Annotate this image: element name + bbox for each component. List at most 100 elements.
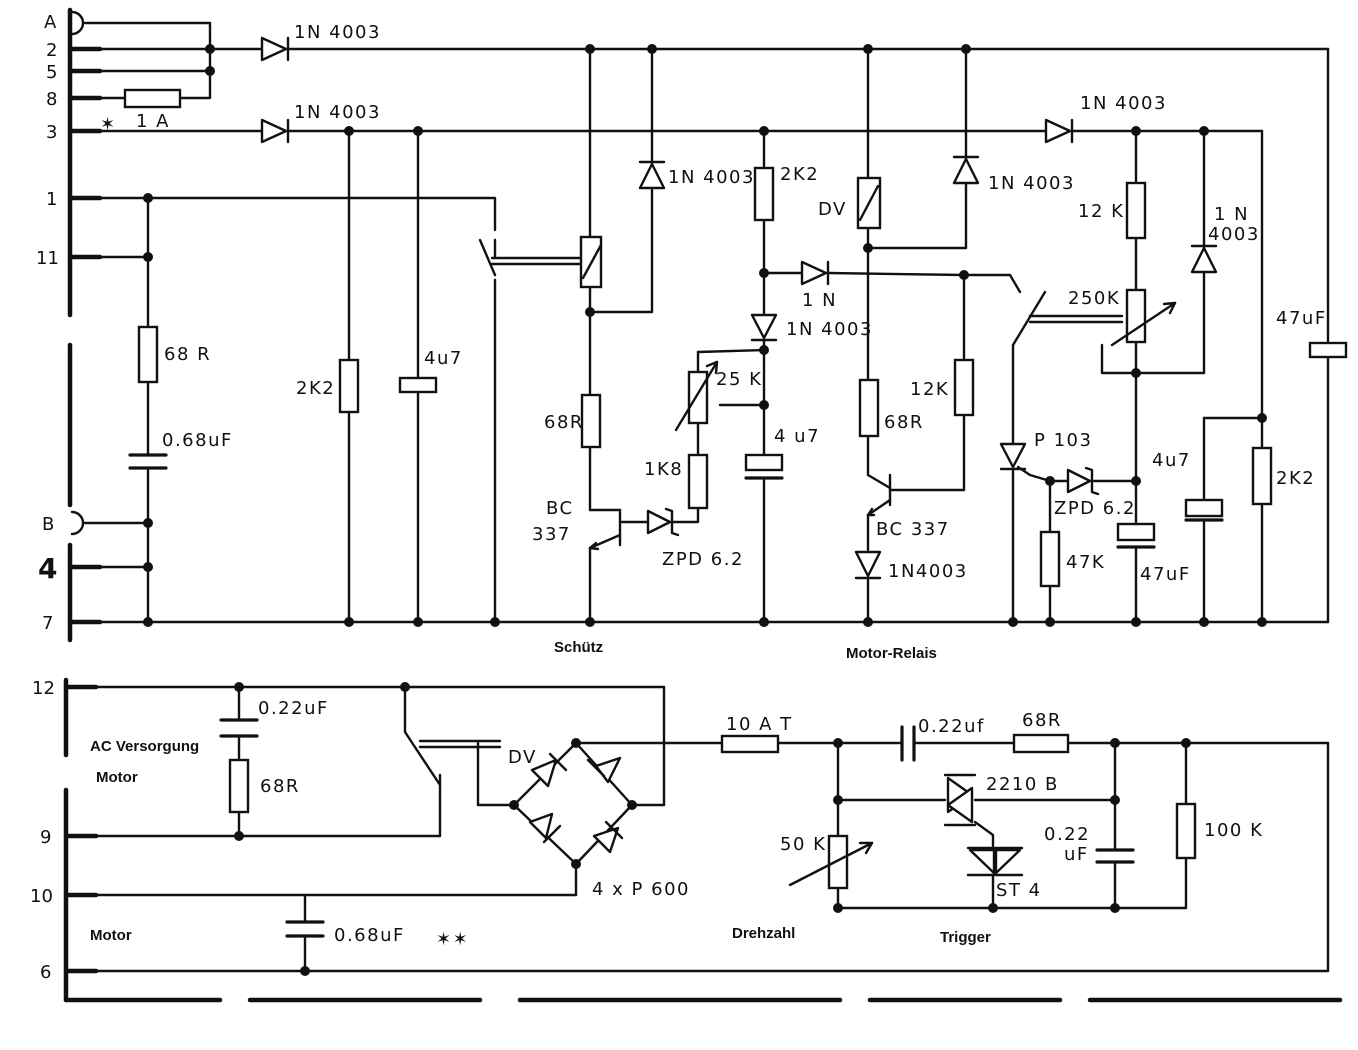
resistor-1k8 xyxy=(687,453,709,510)
potentiometer-50k xyxy=(827,834,849,890)
label-motor-b: Motor xyxy=(90,927,132,944)
diode-1n4003-row3 xyxy=(260,118,290,144)
label-q-bc-b: 337 xyxy=(532,524,571,545)
label-zpd-right: ZPD 6.2 xyxy=(1054,498,1136,519)
label-d-1n4003-a: 1N 4003 xyxy=(668,167,755,188)
zener-zpd-left xyxy=(646,507,680,537)
resistor-47k xyxy=(1039,530,1061,588)
diode-1n4003-right xyxy=(1044,118,1074,144)
label-r-68r-ac: 68R xyxy=(260,776,300,797)
resistor-2k2-left xyxy=(338,358,360,414)
label-d-1n4003-b: 1N 4003 xyxy=(988,173,1075,194)
diodes xyxy=(260,36,1218,580)
label-trigger: Trigger xyxy=(940,929,991,946)
label-d-4003-right: 4003 xyxy=(1208,224,1260,245)
label-r-2k2-right: 2K2 xyxy=(1276,468,1315,489)
label-r-2k2-left: 2K2 xyxy=(296,378,335,399)
label-c-022-b: 0.22uf xyxy=(918,716,985,737)
terminal-4-label: 4 xyxy=(38,552,57,585)
scr-p103 xyxy=(999,442,1032,477)
capacitor-4u7-right xyxy=(1184,498,1224,518)
terminal-11-label: 11 xyxy=(36,248,59,269)
terminal-2-label: 2 xyxy=(46,40,57,61)
junction-dots xyxy=(143,44,1267,976)
terminal-7-label: 7 xyxy=(42,613,53,634)
label-r-12k-mid: 12K xyxy=(910,379,949,400)
component-labels: 1N 4003 1 A ✶ 1N 4003 1N 4003 1N 4003 2K… xyxy=(100,22,1327,950)
resistor-68r-bottom xyxy=(1012,733,1070,754)
capacitors xyxy=(128,341,1348,938)
bridge-rectifier xyxy=(528,752,624,854)
lower-wires xyxy=(94,685,1330,973)
diode-1n-small xyxy=(800,260,830,286)
label-c-47uf-mid: 47uF xyxy=(1140,564,1191,585)
label-schuetz: Schütz xyxy=(554,639,603,656)
label-c-4u7-left: 4u7 xyxy=(424,348,463,369)
label-d-1n-small: 1 N xyxy=(802,290,837,311)
label-drehzahl: Drehzahl xyxy=(732,925,795,942)
resistor-100k xyxy=(1175,802,1197,860)
terminal-6-label: 6 xyxy=(40,962,51,983)
label-triac: 2210 B xyxy=(986,774,1059,795)
diode-1n4003-schuetz xyxy=(638,160,666,190)
label-r-1k8: 1K8 xyxy=(644,459,683,480)
label-motor-a: Motor xyxy=(96,769,138,786)
label-r-68r-schuetz: 68R xyxy=(544,412,584,433)
bc337-right-arrow xyxy=(866,507,876,517)
terminal-b-label: B xyxy=(42,514,54,535)
resistor-68r-mid xyxy=(858,378,880,438)
label-r-68r-left: 68 R xyxy=(164,344,211,365)
section-labels: Schütz Motor-Relais AC Versorgung Motor … xyxy=(90,639,991,946)
label-q-bc-a: BC xyxy=(546,498,574,519)
label-dv-top: DV xyxy=(818,199,847,220)
label-d-top: 1N 4003 xyxy=(294,22,381,43)
label-c-068-bottom: 0.68uF xyxy=(334,925,405,946)
capacitor-47uf-mid xyxy=(1116,522,1156,542)
resistor-12k-mid xyxy=(953,358,975,417)
fuse-10at xyxy=(720,734,780,754)
label-d-1n-right: 1 N xyxy=(1214,204,1249,225)
label-r-100k: 100 K xyxy=(1204,820,1263,841)
terminal-8-label: 8 xyxy=(46,89,57,110)
label-d-3: 1N 4003 xyxy=(294,102,381,123)
resistor-68r-ac xyxy=(228,758,250,814)
label-c-022-c-unit: uF xyxy=(1064,844,1089,865)
label-ac-versorgung: AC Versorgung xyxy=(90,738,199,755)
diode-1n4003-top xyxy=(260,36,290,62)
terminal-12-label: 12 xyxy=(32,678,55,699)
label-c-022-c: 0.22 xyxy=(1044,824,1090,845)
terminal-1-label: 1 xyxy=(46,189,57,210)
transistors xyxy=(588,507,876,551)
resistor-68r-schuetz xyxy=(580,393,602,449)
label-c-022-a: 0.22uF xyxy=(258,698,329,719)
terminal-9-label: 9 xyxy=(40,827,51,848)
label-r-68r-mid: 68R xyxy=(884,412,924,433)
resistor-12k-right xyxy=(1125,181,1147,240)
label-c-4u7-right: 4u7 xyxy=(1152,450,1191,471)
diode-1n4003-dv xyxy=(952,155,980,185)
terminal-labels: A 2 5 8 3 1 11 B 4 7 12 9 10 6 xyxy=(30,12,59,983)
label-pot-250k: 250K xyxy=(1068,288,1120,309)
label-scr-p103: P 103 xyxy=(1034,430,1092,451)
diode-1n4003-bottom xyxy=(854,550,882,580)
label-r-68r-bottom: 68R xyxy=(1022,710,1062,731)
label-r-47k: 47K xyxy=(1066,552,1105,573)
label-fuse-mark: ✶ xyxy=(100,114,117,135)
pot-arrows xyxy=(674,301,1177,887)
label-bridge: 4 x P 600 xyxy=(592,879,690,900)
label-stars: ✶✶ xyxy=(436,929,469,950)
terminal-stubs xyxy=(63,10,103,974)
terminal-3-label: 3 xyxy=(46,122,57,143)
label-motor-relais: Motor-Relais xyxy=(846,645,937,662)
bc337-left-arrow xyxy=(588,541,600,551)
label-dv-bottom: DV xyxy=(508,747,537,768)
terminal-a-label: A xyxy=(44,12,57,33)
triac-2210b xyxy=(943,773,977,827)
label-c-47uf-right: 47uF xyxy=(1276,308,1327,329)
resistor-2k2-right xyxy=(1251,446,1273,506)
diode-1n4003-mid xyxy=(750,313,778,342)
resistor-68r-left xyxy=(137,325,159,384)
potentiometer-250k xyxy=(1125,288,1147,344)
label-d-right-top: 1N 4003 xyxy=(1080,93,1167,114)
